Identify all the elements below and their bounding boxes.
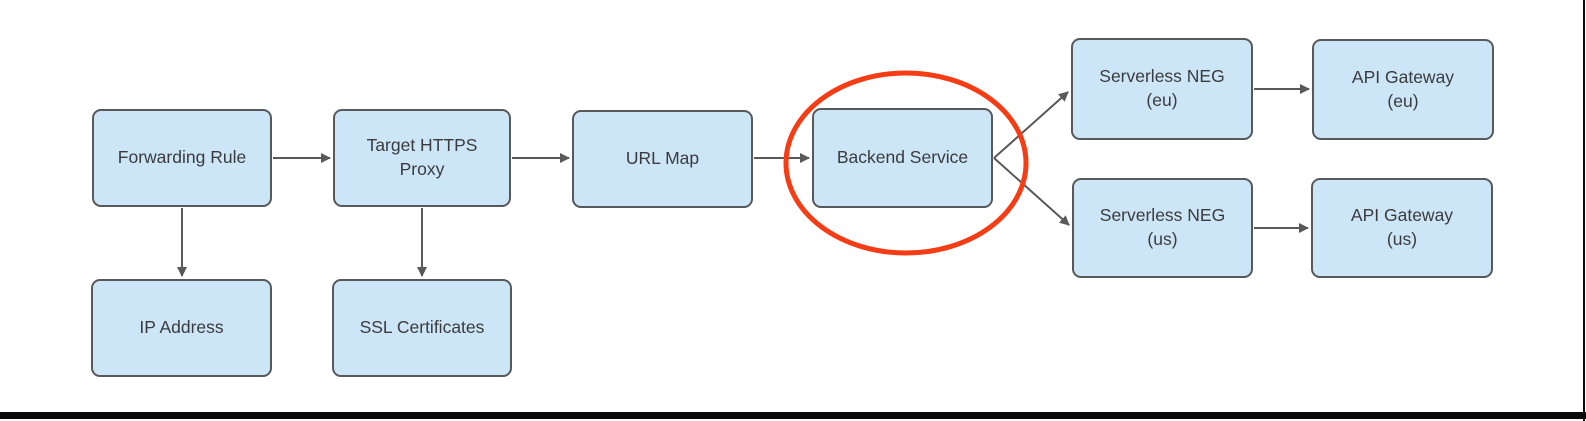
node-serverless-neg-us: Serverless NEG (us) [1072, 178, 1253, 278]
edge-backend-service-to-serverless-neg-eu [993, 91, 1069, 159]
node-target-https-proxy-label: Target HTTPS Proxy [366, 135, 478, 179]
node-ip-address: IP Address [91, 279, 272, 377]
node-ssl-certificates-label: SSL Certificates [359, 317, 485, 338]
node-api-gateway-us: API Gateway (us) [1311, 178, 1493, 278]
node-api-gateway-eu-label: API Gateway (eu) [1351, 66, 1455, 111]
edge-backend-service-to-serverless-neg-us [993, 157, 1070, 226]
node-forwarding-rule-label: Forwarding Rule [117, 147, 247, 168]
node-target-https-proxy: Target HTTPS Proxy [333, 109, 511, 207]
node-backend-service-label: Backend Service [836, 147, 969, 168]
node-api-gateway-eu: API Gateway (eu) [1312, 39, 1494, 140]
node-backend-service: Backend Service [812, 108, 993, 208]
node-ip-address-label: IP Address [139, 317, 224, 338]
node-url-map-label: URL Map [625, 148, 700, 169]
node-api-gateway-us-label: API Gateway (us) [1350, 205, 1454, 249]
node-serverless-neg-eu: Serverless NEG (eu) [1071, 38, 1253, 140]
node-ssl-certificates: SSL Certificates [332, 279, 512, 377]
node-forwarding-rule: Forwarding Rule [92, 109, 272, 207]
node-serverless-neg-eu-label: Serverless NEG (eu) [1099, 66, 1225, 110]
node-serverless-neg-us-label: Serverless NEG (us) [1099, 205, 1226, 249]
frame-bottom-border [0, 412, 1586, 419]
frame-right-border [1583, 0, 1585, 421]
node-url-map: URL Map [572, 110, 753, 208]
